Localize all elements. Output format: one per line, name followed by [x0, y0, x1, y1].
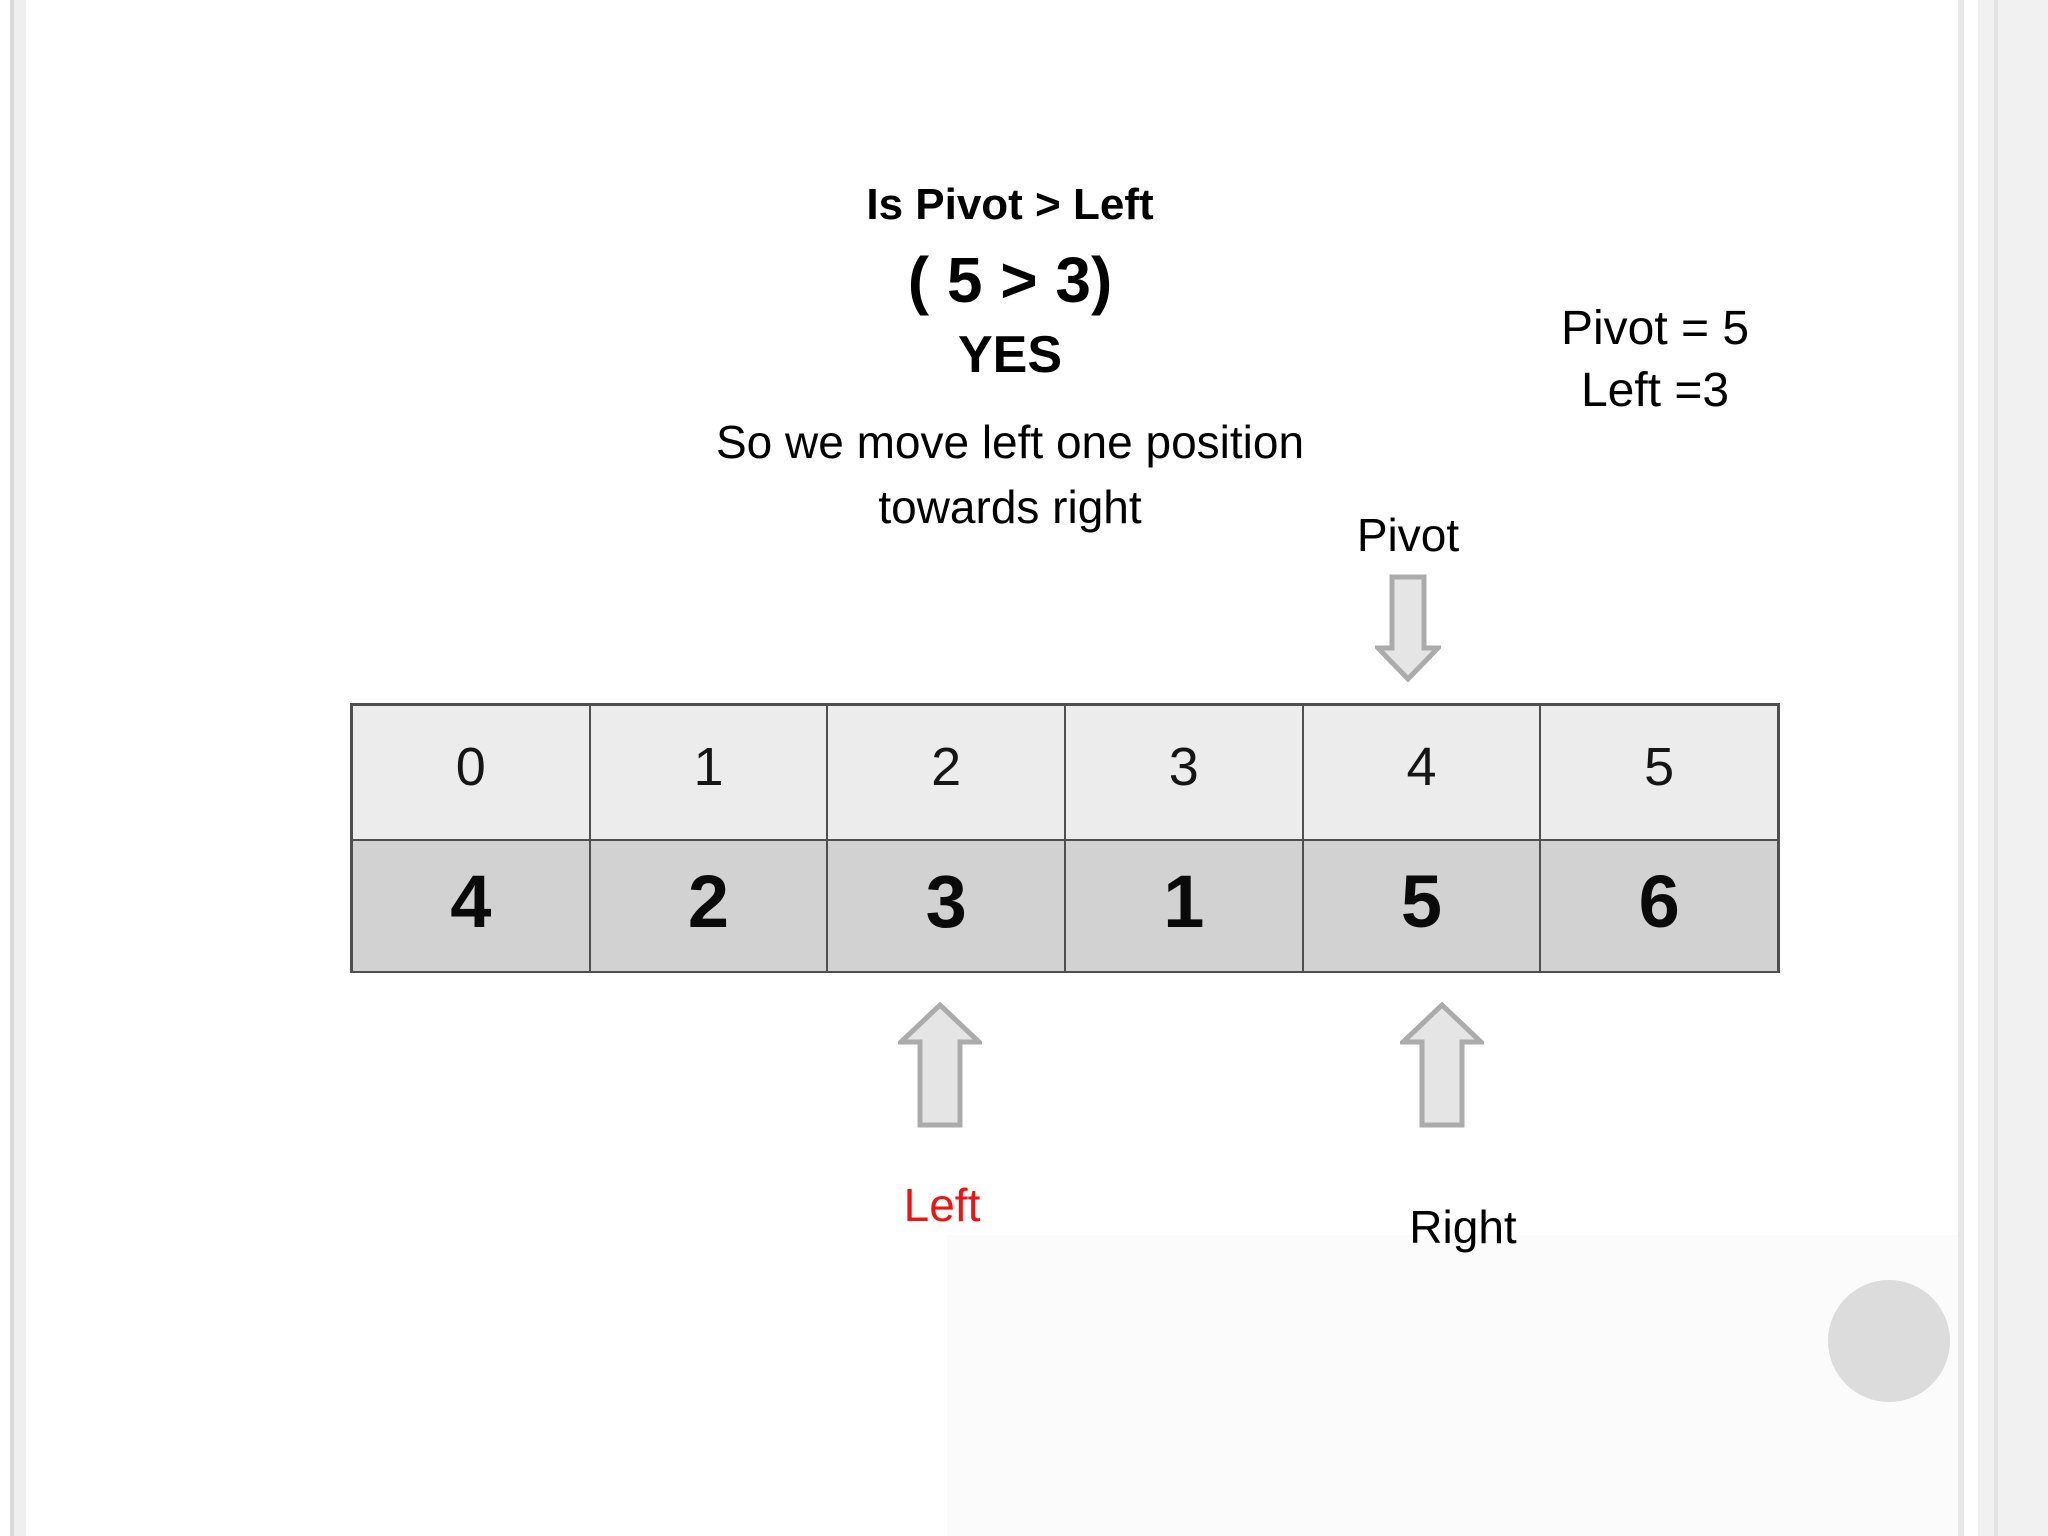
array-table: 0 1 2 3 4 5 4 2 3 1 5 6	[350, 703, 1780, 973]
value-cell-3: 1	[1065, 840, 1303, 972]
pivot-value-text: Pivot = 5	[1560, 302, 1750, 355]
faint-overlay-rect	[947, 1235, 1959, 1536]
index-cell-4: 4	[1302, 705, 1541, 840]
value-cell-4: 5	[1302, 840, 1541, 972]
right-up-arrow-icon	[1400, 1002, 1484, 1128]
slide-right-edge-inner-line	[1994, 0, 1998, 1536]
explanation-line-1: So we move left one position	[715, 416, 1305, 469]
question-block: Is Pivot > Left ( 5 > 3) YES So we move …	[560, 180, 1460, 541]
slide-right-edge-band	[1978, 0, 2048, 1536]
index-cell-3: 3	[1065, 705, 1303, 840]
index-cell-2: 2	[827, 705, 1065, 840]
index-cell-5: 5	[1540, 705, 1778, 840]
left-pointer-label: Left	[903, 1179, 981, 1231]
left-up-arrow-icon	[898, 1002, 982, 1128]
status-panel: Pivot = 5 Left =3	[1455, 298, 1855, 423]
slide-left-edge-band	[14, 0, 26, 1536]
pivot-pointer-label: Pivot	[1356, 509, 1460, 561]
pivot-down-arrow-icon	[1375, 574, 1441, 682]
decorative-circle	[1828, 1280, 1950, 1402]
value-cell-2: 3	[827, 840, 1065, 972]
question-title: Is Pivot > Left	[866, 180, 1154, 229]
comparison-answer: YES	[957, 325, 1063, 384]
slide-right-edge-line	[1958, 0, 1964, 1536]
right-pointer-label: Right	[1409, 1201, 1517, 1253]
left-value-text: Left =3	[1580, 364, 1730, 418]
index-cell-1: 1	[589, 705, 828, 840]
explanation-line-2: towards right	[878, 481, 1142, 534]
value-cell-1: 2	[589, 840, 828, 972]
value-cell-0: 4	[352, 840, 590, 972]
index-cell-0: 0	[352, 705, 590, 840]
slide-left-edge-line	[10, 0, 14, 1536]
comparison-expression: ( 5 > 3)	[907, 243, 1113, 316]
value-cell-5: 6	[1540, 840, 1778, 972]
